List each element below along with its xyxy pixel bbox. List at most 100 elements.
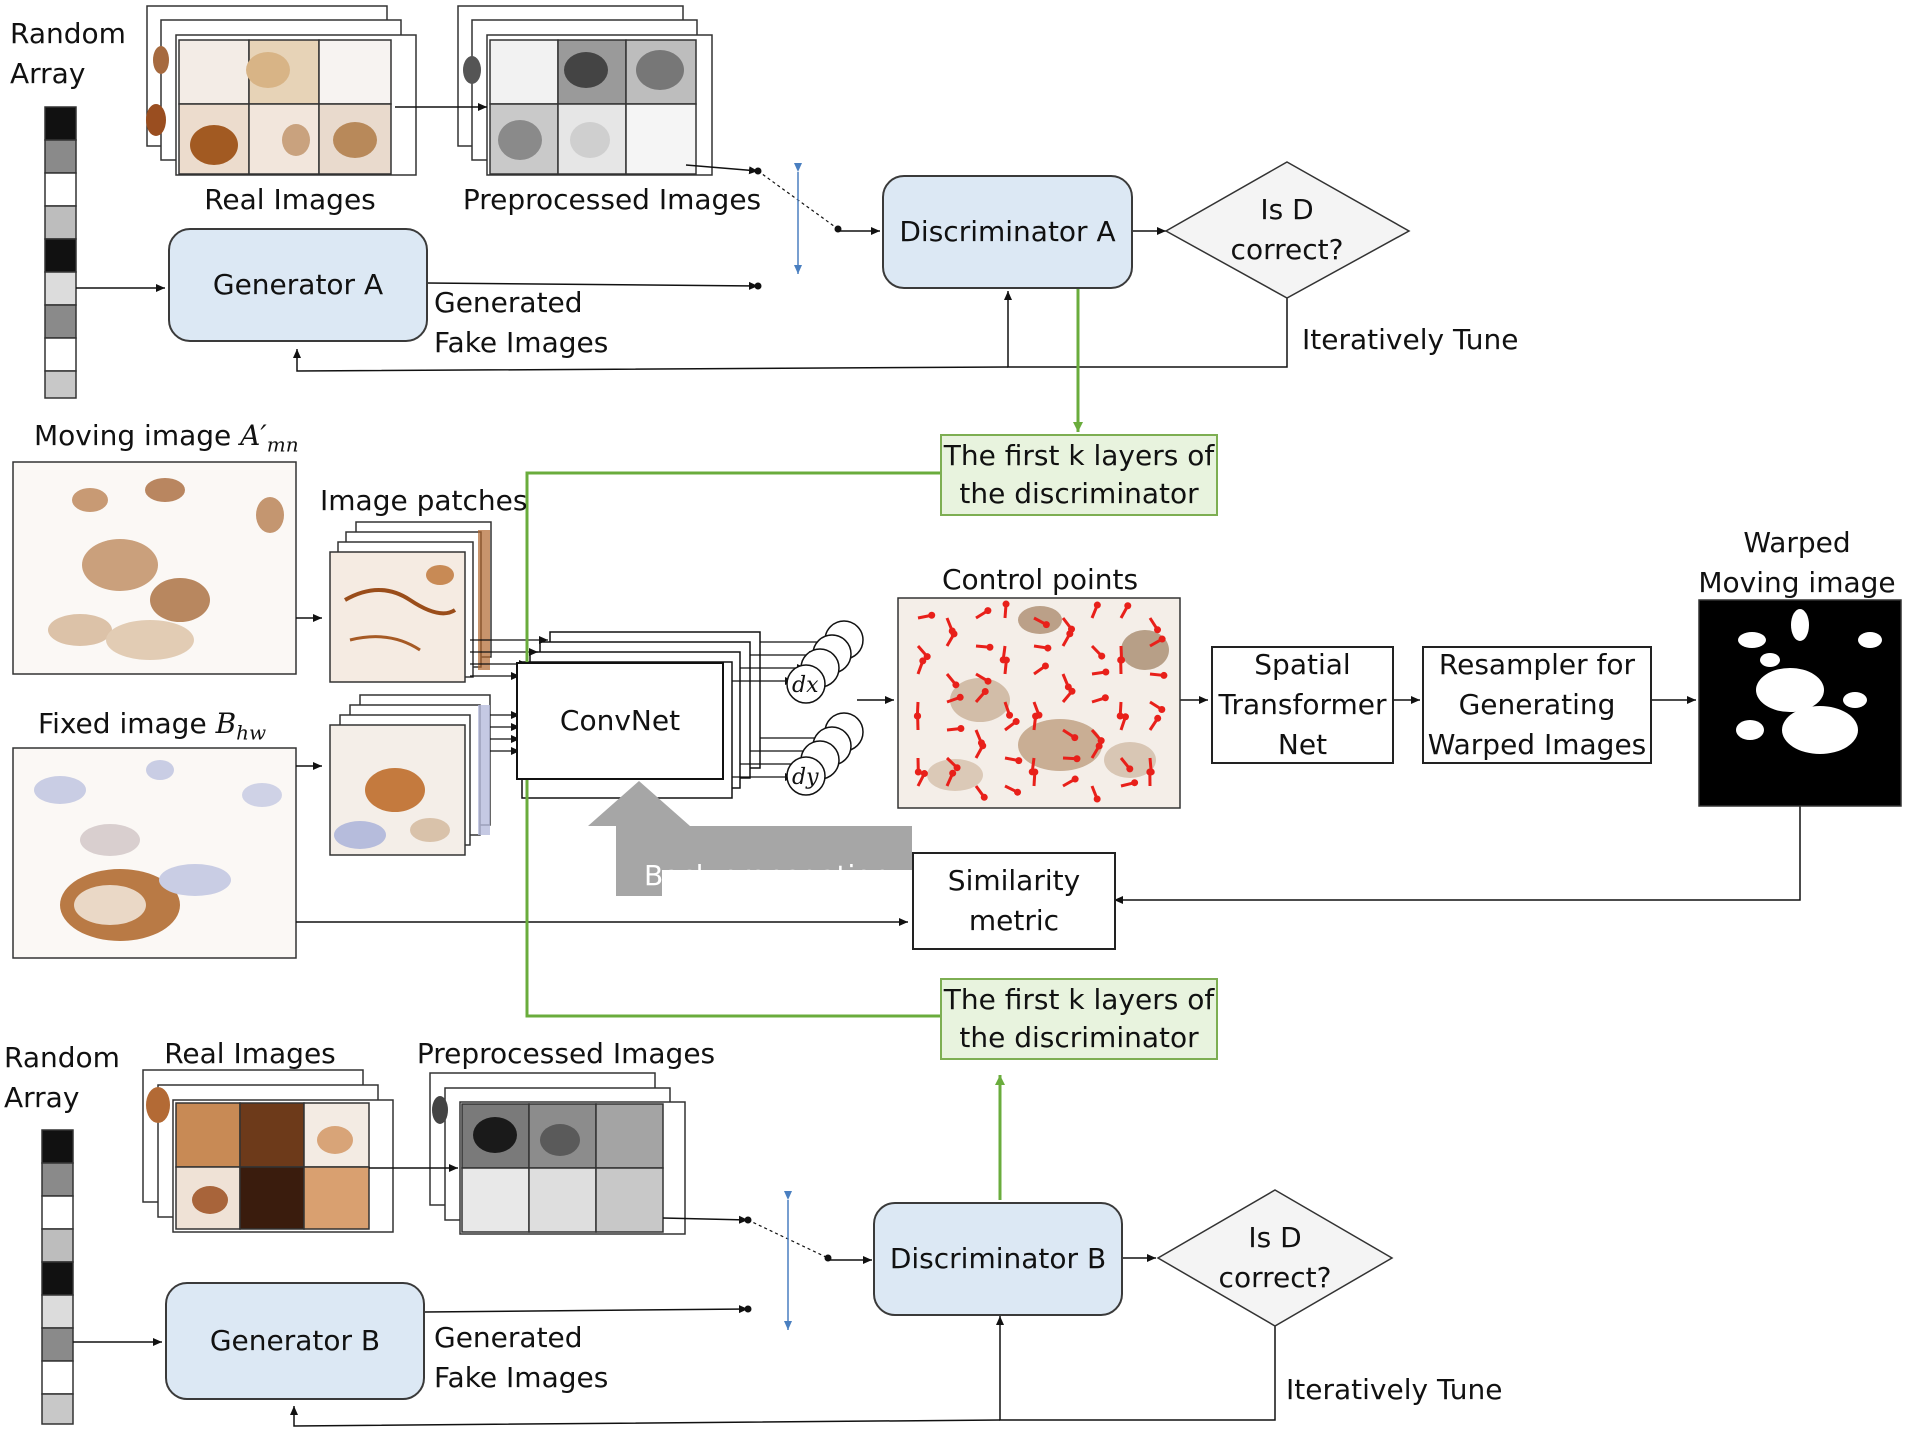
control-point-arrowhead [952, 681, 960, 689]
random-array-label-bottom: Random Array [4, 1041, 120, 1114]
first-k-layers-box-bottom: The first k layers of the discriminator [940, 978, 1218, 1060]
dy-label: dy [792, 765, 819, 790]
control-point-arrowhead [1066, 630, 1074, 638]
real-images-label-bottom: Real Images [164, 1037, 336, 1070]
control-point-arrowhead [1044, 644, 1052, 652]
real-images-stack-bottom [142, 1069, 394, 1233]
decision-label-bottom: Is D correct? [1218, 1221, 1332, 1294]
fixed-image-symbol: B [215, 707, 237, 740]
control-point-arrowhead [1012, 718, 1020, 726]
control-point-arrowhead [953, 764, 961, 772]
control-point-arrowhead [957, 725, 965, 733]
decision-diamond-bottom [1156, 1189, 1394, 1327]
backprop-label: Back propagation [644, 859, 891, 892]
control-point-arrowhead [1041, 662, 1049, 670]
image-patches-label: Image patches [320, 484, 528, 517]
warped-moving-image-label: Warped Moving image [1698, 526, 1896, 599]
preprocessed-images-stack-bottom [429, 1072, 686, 1235]
control-point-arrowhead [1002, 600, 1010, 608]
control-point-arrowhead [1160, 671, 1168, 679]
control-point-arrowhead [1006, 711, 1014, 719]
control-point-arrowhead [984, 677, 992, 685]
control-point-arrows [913, 600, 1168, 803]
dx-circle [786, 664, 826, 704]
real-images-label-top: Real Images [204, 183, 376, 216]
control-point-arrowhead [919, 657, 927, 665]
control-point-arrowhead [979, 742, 987, 750]
control-point-arrowhead [1131, 779, 1139, 787]
control-point-arrowhead [1158, 635, 1166, 643]
control-point-arrowhead [1121, 713, 1129, 721]
discriminator-b-box: Discriminator B [873, 1202, 1123, 1316]
preprocessed-images-label-top: Preprocessed Images [462, 183, 762, 216]
dx-dy-output-circles [786, 620, 864, 796]
control-point-arrowhead [1154, 626, 1162, 634]
control-point-arrowhead [1031, 768, 1039, 776]
similarity-metric-box: Similarity metric [912, 852, 1116, 950]
control-point-arrowhead [1101, 694, 1109, 702]
preprocessed-images-stack-top [457, 5, 713, 176]
convnet-box: ConvNet [516, 662, 724, 780]
control-point-arrowhead [980, 793, 988, 801]
random-array-label-top: Random Array [10, 17, 126, 90]
control-point-arrowhead [914, 768, 922, 776]
generator-a-box: Generator A [168, 228, 428, 342]
control-point-arrowhead [1158, 705, 1166, 713]
control-point-arrowhead [1071, 734, 1079, 742]
control-point-arrowhead [984, 607, 992, 615]
moving-image-label-text: Moving image [34, 419, 241, 452]
image-patches-moving [329, 521, 492, 683]
control-points-field [897, 597, 1181, 809]
preprocessed-images-label-bottom: Preprocessed Images [416, 1037, 716, 1070]
control-point-arrowhead [914, 712, 922, 720]
control-point-arrowhead [920, 770, 928, 778]
control-point-arrowhead [1014, 788, 1022, 796]
generator-b-box: Generator B [165, 1282, 425, 1400]
control-point-arrowhead [950, 630, 958, 638]
control-point-arrowhead [1116, 712, 1124, 720]
control-point-arrowhead [1095, 742, 1103, 750]
resampler-box: Resampler for Generating Warped Images [1422, 646, 1652, 764]
bottom-connectors [73, 1075, 1276, 1427]
control-point-arrowhead [923, 653, 931, 661]
control-point-arrowhead [1102, 668, 1110, 676]
discriminator-a-box: Discriminator A [882, 175, 1133, 289]
image-patches-fixed [329, 694, 491, 856]
control-point-arrowhead [956, 693, 964, 701]
control-point-arrowhead [1098, 652, 1106, 660]
control-point-arrowhead [986, 643, 994, 651]
control-point-arrowhead [1042, 621, 1050, 629]
top-connectors [76, 103, 1288, 432]
generated-fake-images-label-top: Generated Fake Images [434, 286, 609, 359]
control-point-arrowhead [928, 611, 936, 619]
control-point-arrowhead [1015, 757, 1023, 765]
control-point-arrowhead [1154, 714, 1162, 722]
decision-diamond-top [1164, 161, 1411, 299]
control-point-arrowhead [1146, 768, 1154, 776]
control-point-arrowhead [1117, 656, 1125, 664]
middle-connectors [296, 471, 1801, 1018]
real-images-stack-top [146, 5, 417, 176]
fixed-image [12, 747, 297, 959]
backprop-arrow [588, 781, 912, 896]
moving-image [12, 461, 297, 675]
control-point-arrowhead [981, 687, 989, 695]
control-point-arrowhead [1093, 795, 1101, 803]
control-point-arrowhead [1068, 687, 1076, 695]
iteratively-tune-label-bottom: Iteratively Tune [1286, 1373, 1503, 1406]
control-points-label: Control points [941, 563, 1139, 596]
control-point-arrowhead [1093, 601, 1101, 609]
control-point-arrowhead [1002, 656, 1010, 664]
random-array-top [44, 106, 77, 399]
generated-fake-images-label-bottom: Generated Fake Images [434, 1321, 609, 1394]
moving-image-symbol: A′ [240, 419, 267, 452]
spatial-transformer-box: Spatial Transformer Net [1211, 646, 1394, 764]
control-point-arrowhead [1124, 602, 1132, 610]
dy-circle [786, 756, 826, 796]
fixed-image-label: Fixed image Bhw [38, 704, 266, 753]
control-point-arrowhead [1073, 755, 1081, 763]
control-point-arrowhead [949, 769, 957, 777]
decision-label-top: Is D correct? [1230, 193, 1344, 266]
random-array-bottom [41, 1129, 74, 1425]
